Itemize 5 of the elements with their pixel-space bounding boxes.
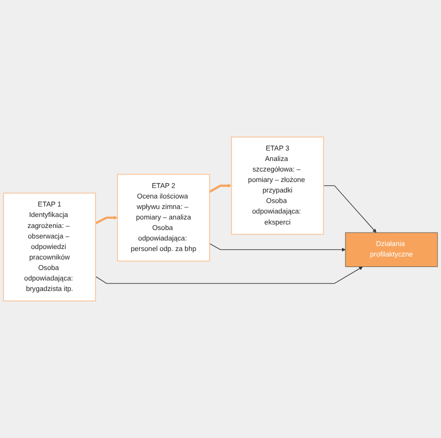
arrow [95,266,363,284]
arrow [209,243,346,252]
arrow [323,185,376,233]
arrow [95,216,118,224]
arrow [209,184,232,193]
